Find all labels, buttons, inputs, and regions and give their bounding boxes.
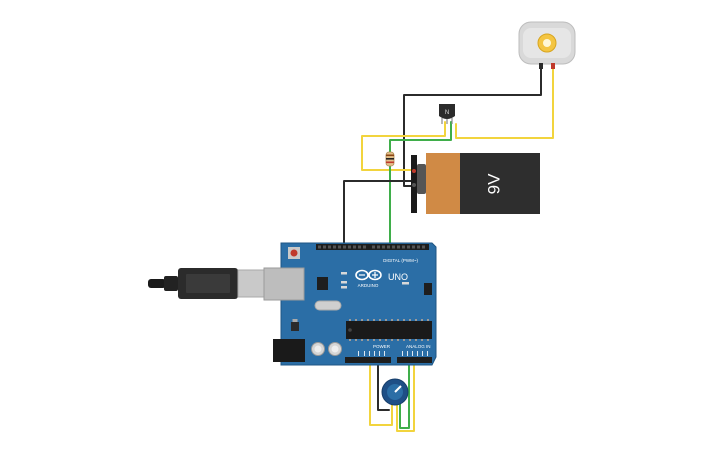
digital-header-label: DIGITAL (PWM~) <box>383 258 418 263</box>
wire-motor-black[interactable] <box>403 65 542 187</box>
led-rx <box>341 286 347 289</box>
analog-pin-header[interactable] <box>397 357 432 363</box>
dc-motor[interactable] <box>518 21 576 69</box>
usb-cable[interactable] <box>148 268 265 299</box>
reset-button[interactable] <box>290 249 298 257</box>
led-l <box>341 272 347 275</box>
power-pin-header[interactable] <box>345 357 391 363</box>
dc-power-jack[interactable] <box>273 339 305 362</box>
wires <box>343 65 554 432</box>
wire-pot-black[interactable] <box>377 361 390 411</box>
potentiometer[interactable] <box>381 378 409 406</box>
power-header-label: POWER <box>373 344 391 349</box>
voltage-regulator <box>291 322 299 331</box>
wire-transistor-green[interactable] <box>389 121 452 156</box>
wire-pot-green[interactable] <box>399 361 410 429</box>
wire-transistor-yellow[interactable] <box>361 121 446 171</box>
wire-gnd-black[interactable] <box>343 180 413 248</box>
battery-9v[interactable]: 9V <box>411 153 540 214</box>
analog-header-label: ANALOG IN <box>406 344 431 349</box>
resistor[interactable] <box>385 151 395 167</box>
led-on <box>402 282 409 285</box>
arduino-logo: ARDUINO <box>355 269 382 288</box>
npn-transistor[interactable]: N <box>439 104 455 124</box>
motor-terminal-pos[interactable] <box>551 63 555 69</box>
potentiometer-knob-indicator <box>394 385 402 393</box>
atmega-chip <box>346 321 432 339</box>
crystal-oscillator <box>314 300 342 311</box>
led-tx <box>341 281 347 284</box>
motor-terminal-neg[interactable] <box>539 63 543 69</box>
wire-pot-yellow-2[interactable] <box>396 361 415 432</box>
usb-chip <box>317 277 328 290</box>
logo-text: ARDUINO <box>358 283 379 288</box>
wire-motor-yellow[interactable] <box>455 65 554 139</box>
battery-label: 9V <box>484 173 503 194</box>
board-usb-port[interactable] <box>263 267 305 301</box>
icsp-header <box>424 283 432 295</box>
model-label: UNO <box>388 272 408 282</box>
wire-pot-yellow[interactable] <box>369 361 393 426</box>
transistor-label: N <box>445 110 449 116</box>
arduino-uno-board[interactable]: DIGITAL (PWM~) ARDUINO UNO <box>263 242 437 366</box>
